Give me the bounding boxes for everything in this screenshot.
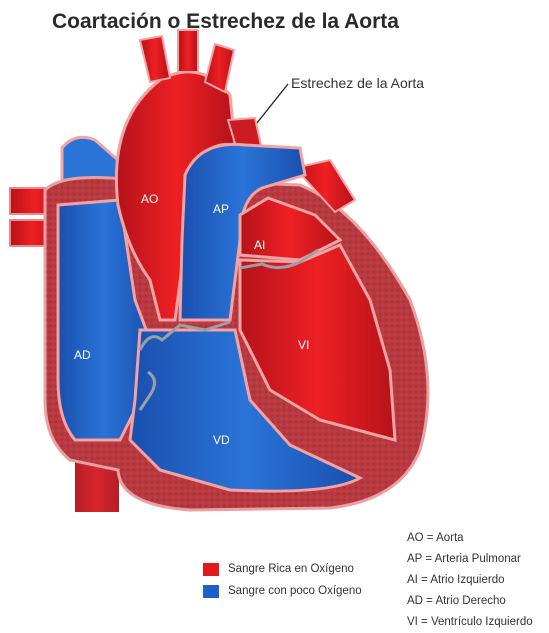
abbreviation-list: AO = Aorta AP = Arteria Pulmonar AI = At… xyxy=(407,528,533,633)
abbreviation-item: AP = Arteria Pulmonar xyxy=(407,549,533,570)
legend-item: Sangre con poco Oxígeno xyxy=(203,580,362,602)
label-ad: AD xyxy=(74,348,91,362)
label-ai: AI xyxy=(254,238,265,252)
label-ap: AP xyxy=(213,202,229,216)
heart-diagram: AO AP AI AD VI VD xyxy=(0,0,549,617)
abbreviation-item: VI = Ventrículo Izquierdo xyxy=(407,612,533,633)
legend-swatch-blue xyxy=(203,585,219,598)
legend-item: Sangre Rica en Oxígeno xyxy=(203,558,362,580)
abbreviation-item: AO = Aorta xyxy=(407,528,533,549)
legend-label: Sangre Rica en Oxígeno xyxy=(228,563,354,575)
label-ao: AO xyxy=(141,192,158,206)
legend-swatch-red xyxy=(203,563,219,576)
abbreviation-item: AI = Atrio Izquierdo xyxy=(407,570,533,591)
label-vd: VD xyxy=(213,433,230,447)
label-vi: VI xyxy=(298,338,309,352)
legend-label: Sangre con poco Oxígeno xyxy=(228,585,362,597)
legend: Sangre Rica en Oxígeno Sangre con poco O… xyxy=(203,558,362,602)
abbreviation-item: AD = Atrio Derecho xyxy=(407,591,533,612)
